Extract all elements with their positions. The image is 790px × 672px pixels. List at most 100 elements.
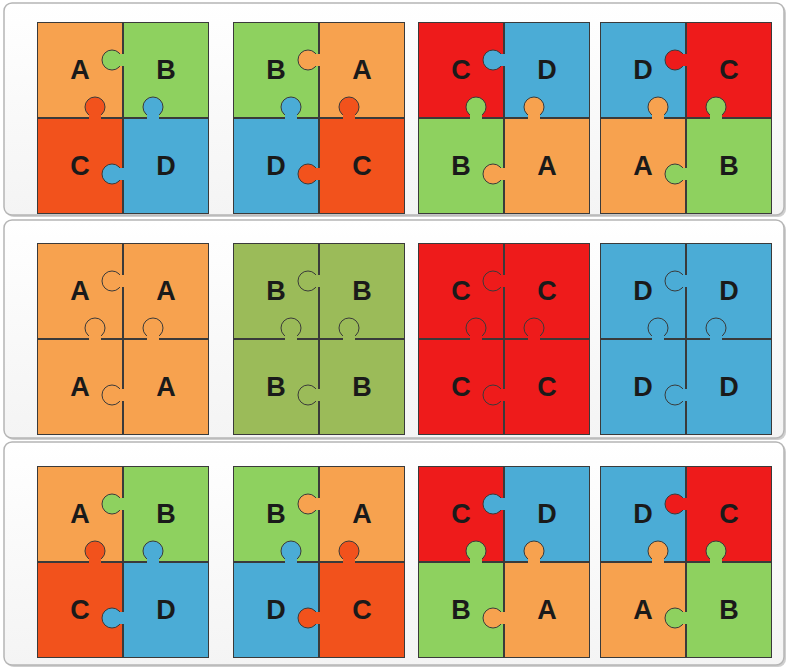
puzzle-piece: D: [686, 339, 772, 435]
piece-letter: B: [352, 276, 372, 306]
puzzle-tab-neck: [119, 54, 125, 66]
piece-body: [234, 119, 319, 214]
puzzle-tab-neck: [315, 498, 321, 510]
puzzle-piece: C: [319, 562, 405, 658]
piece-body: [234, 467, 319, 562]
piece-body: [687, 340, 772, 435]
panel-shadow: [6, 5, 786, 217]
piece-body: [38, 23, 123, 118]
puzzle-tab-neck: [682, 168, 688, 180]
puzzle-tab-neck: [343, 558, 355, 564]
piece-letter: B: [156, 499, 176, 529]
piece-letter: C: [352, 595, 372, 625]
piece-letter: C: [352, 151, 372, 181]
piece-body: [234, 563, 319, 658]
piece-letter: D: [266, 151, 286, 181]
piece-letter: B: [266, 276, 286, 306]
puzzle-tab-neck: [89, 114, 101, 120]
puzzle-piece: C: [319, 118, 405, 214]
piece-letter: D: [719, 276, 739, 306]
puzzle-tab-neck: [89, 558, 101, 564]
piece-body: [124, 467, 209, 562]
piece-letter: B: [156, 55, 176, 85]
piece-body: [687, 244, 772, 339]
puzzle-tab-neck: [500, 54, 506, 66]
piece-letter: D: [633, 499, 653, 529]
puzzle-tab-neck: [285, 335, 297, 341]
puzzle-tab-neck: [315, 54, 321, 66]
puzzle-piece: C: [504, 243, 590, 339]
puzzle-piece: D: [504, 466, 590, 562]
piece-letter: D: [719, 372, 739, 402]
piece-body: [505, 340, 590, 435]
puzzle-piece: B: [319, 339, 405, 435]
piece-body: [234, 244, 319, 339]
piece-body: [687, 563, 772, 658]
piece-body: [505, 563, 590, 658]
puzzle-piece: A: [123, 243, 209, 339]
piece-letter: B: [266, 55, 286, 85]
piece-letter: B: [719, 595, 739, 625]
piece-letter: D: [633, 372, 653, 402]
piece-body: [124, 119, 209, 214]
piece-body: [687, 119, 772, 214]
puzzle-tab-neck: [682, 275, 688, 287]
puzzle-tab-neck: [500, 275, 506, 287]
piece-letter: A: [352, 499, 372, 529]
puzzle-tab-neck: [315, 389, 321, 401]
piece-body: [320, 244, 405, 339]
puzzle-tab-neck: [315, 612, 321, 624]
puzzle-tab-neck: [470, 558, 482, 564]
piece-body: [320, 563, 405, 658]
puzzle-tab-neck: [147, 114, 159, 120]
piece-body: [124, 563, 209, 658]
piece-letter: C: [537, 372, 557, 402]
piece-body: [38, 244, 123, 339]
piece-letter: D: [266, 595, 286, 625]
puzzle-tab-neck: [682, 389, 688, 401]
piece-body: [320, 467, 405, 562]
piece-letter: D: [156, 151, 176, 181]
puzzle-tab-neck: [500, 168, 506, 180]
piece-body: [124, 244, 209, 339]
puzzle-tab-neck: [89, 335, 101, 341]
puzzle-tab-neck: [147, 335, 159, 341]
piece-body: [601, 23, 686, 118]
piece-letter: A: [70, 55, 90, 85]
puzzle-tab-neck: [147, 558, 159, 564]
puzzle-piece: A: [504, 118, 590, 214]
piece-letter: C: [451, 499, 471, 529]
puzzle-piece: A: [319, 22, 405, 118]
puzzle-tab-neck: [652, 335, 664, 341]
piece-letter: C: [537, 276, 557, 306]
panel: [4, 3, 784, 215]
piece-body: [38, 119, 123, 214]
puzzle-tab-neck: [710, 558, 722, 564]
piece-body: [419, 23, 504, 118]
puzzle-tab-neck: [343, 114, 355, 120]
piece-body: [124, 340, 209, 435]
puzzle-piece: B: [686, 118, 772, 214]
piece-body: [320, 23, 405, 118]
piece-body: [419, 244, 504, 339]
piece-letter: A: [537, 151, 557, 181]
puzzle-tab-neck: [682, 498, 688, 510]
puzzle-piece: D: [123, 562, 209, 658]
piece-body: [601, 340, 686, 435]
piece-letter: A: [633, 595, 653, 625]
puzzle-piece: B: [123, 22, 209, 118]
piece-letter: D: [537, 499, 557, 529]
piece-letter: B: [352, 372, 372, 402]
piece-letter: A: [156, 372, 176, 402]
piece-letter: D: [633, 55, 653, 85]
piece-letter: B: [719, 151, 739, 181]
puzzle-piece: A: [123, 339, 209, 435]
piece-letter: B: [451, 595, 471, 625]
piece-body: [687, 23, 772, 118]
piece-letter: C: [451, 372, 471, 402]
puzzle-tab-neck: [119, 498, 125, 510]
piece-letter: B: [266, 499, 286, 529]
puzzle-piece: C: [686, 466, 772, 562]
piece-letter: A: [70, 372, 90, 402]
